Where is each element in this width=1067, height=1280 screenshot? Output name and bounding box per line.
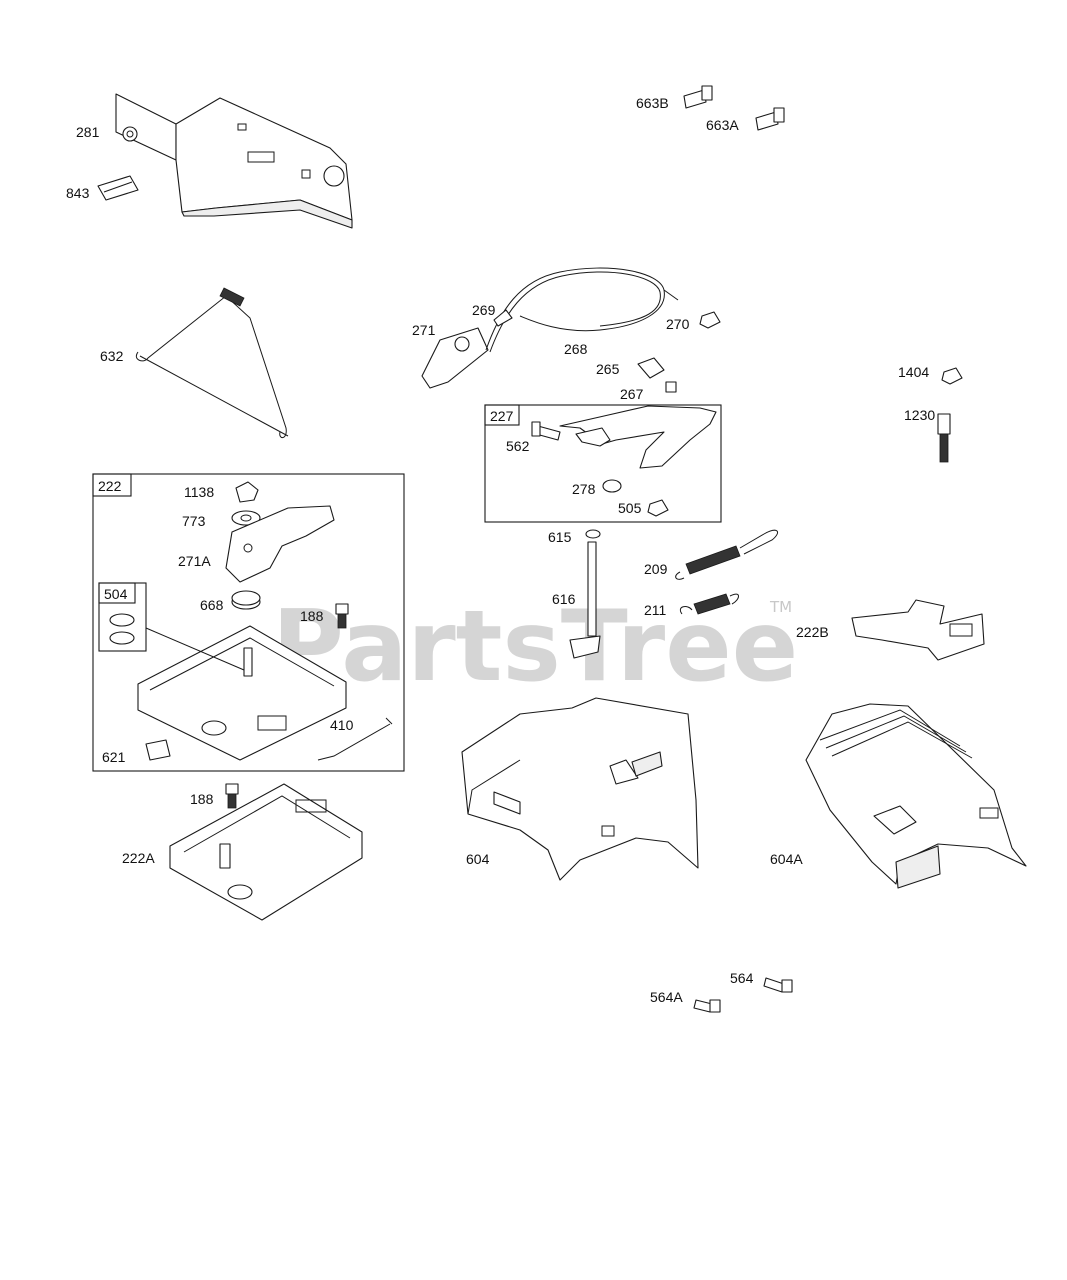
callout-222A: 222A [122, 850, 155, 866]
callout-564A: 564A [650, 989, 683, 1005]
callout-1230: 1230 [904, 407, 935, 423]
callout-562: 562 [506, 438, 530, 454]
part-281-control-bracket [115, 93, 353, 229]
part-410-link-rod [317, 717, 393, 761]
part-278-washer [602, 479, 622, 493]
part-621-clip [145, 739, 171, 761]
callout-616: 616 [552, 591, 576, 607]
part-615-washer [585, 529, 601, 539]
part-271A-governor-lever [225, 505, 335, 583]
kit-227-frame [484, 404, 722, 523]
callout-271: 271 [412, 322, 436, 338]
part-505-nut [647, 499, 669, 517]
part-265-clip [637, 357, 665, 379]
callout-270: 270 [666, 316, 690, 332]
callout-209: 209 [644, 561, 668, 577]
callout-278: 278 [572, 481, 596, 497]
watermark-tm: TM [769, 598, 792, 616]
part-632-governor-link [135, 287, 289, 438]
part-562-screw [531, 421, 561, 441]
callout-269: 269 [472, 302, 496, 318]
callout-604: 604 [466, 851, 490, 867]
callout-632: 632 [100, 348, 124, 364]
part-663A-screw [755, 107, 785, 131]
callout-1404: 1404 [898, 364, 929, 380]
part-1404-nut [941, 367, 963, 385]
callout-505: 505 [618, 500, 642, 516]
part-268-throttle-cable [485, 267, 679, 353]
callout-604A: 604A [770, 851, 803, 867]
part-211-spring [679, 593, 739, 615]
kit-222-frame [92, 473, 405, 772]
part-209-spring [675, 529, 779, 580]
callout-504: 504 [104, 586, 128, 602]
callout-188b: 188 [190, 791, 214, 807]
part-564A-screw [693, 999, 721, 1013]
part-663B-screw [683, 85, 713, 109]
callout-188a: 188 [300, 608, 324, 624]
part-1138-nut [235, 481, 259, 503]
callout-615: 615 [548, 529, 572, 545]
callout-668: 668 [200, 597, 224, 613]
part-222A-control-plate [169, 783, 363, 921]
callout-211: 211 [644, 602, 667, 618]
callout-663B: 663B [636, 95, 669, 111]
callout-1138: 1138 [184, 484, 214, 500]
callout-410: 410 [330, 717, 354, 733]
part-control-base-plate [137, 625, 347, 761]
callout-663A: 663A [706, 117, 739, 133]
callout-281: 281 [76, 124, 100, 140]
callout-222: 222 [98, 478, 122, 494]
part-267-screw [665, 381, 677, 393]
callout-222B: 222B [796, 624, 829, 640]
callout-268: 268 [564, 341, 588, 357]
part-188-bolt-lower [225, 783, 239, 809]
part-222B-bracket [851, 599, 985, 661]
kit-504-label-box [98, 582, 136, 604]
part-843-clip [97, 175, 139, 201]
part-668-pulley [231, 590, 261, 610]
part-616-governor-shaft [569, 541, 601, 659]
callout-271A: 271A [178, 553, 211, 569]
callout-265: 265 [596, 361, 620, 377]
callout-843: 843 [66, 185, 90, 201]
part-271-cable-lever [421, 327, 489, 389]
callout-773: 773 [182, 513, 206, 529]
part-773-washer [231, 510, 261, 526]
part-270-nut [699, 311, 721, 329]
callout-227: 227 [490, 408, 514, 424]
callout-621: 621 [102, 749, 126, 765]
part-188-bolt-upper [335, 603, 349, 629]
part-564-screw [763, 977, 793, 993]
part-604-blower-housing [461, 697, 699, 881]
part-604A-blower-housing [805, 703, 1027, 889]
part-269-cable-end [493, 309, 513, 327]
callout-564: 564 [730, 970, 754, 986]
part-1230-stud [937, 413, 951, 463]
callout-267: 267 [620, 386, 644, 402]
part-227-control-lever [559, 405, 717, 469]
part-504-washer-kit [109, 613, 245, 671]
kit-227-label-box [484, 404, 520, 426]
kit-222-label-box [92, 473, 132, 497]
